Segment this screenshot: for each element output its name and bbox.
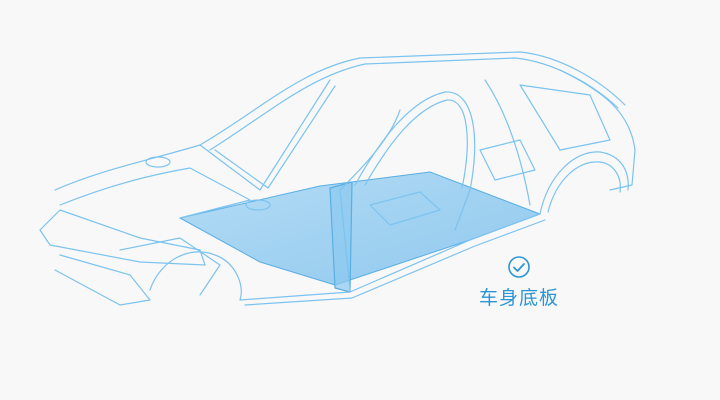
rocker-sill <box>239 213 541 301</box>
seat-frame <box>369 191 441 226</box>
rear-quarter <box>559 69 636 191</box>
strut-tower-right <box>245 199 271 211</box>
rocker-sill-lower <box>244 219 546 306</box>
a-pillar-inner <box>214 85 336 189</box>
check-circle-icon <box>508 256 530 278</box>
front-bumper <box>39 209 206 266</box>
door-ring-inner <box>364 99 468 189</box>
strut-tower <box>145 156 171 168</box>
hood-line <box>54 144 201 191</box>
rear-wheel-arch <box>539 151 629 215</box>
roof-line <box>199 51 626 146</box>
b-pillar <box>339 109 401 291</box>
rear-window <box>519 84 611 151</box>
roof-inner-line <box>209 57 619 151</box>
engine-bay <box>59 167 251 219</box>
front-frame-rail <box>119 237 221 296</box>
floor-label: 车身底板 <box>478 287 559 309</box>
door-ring <box>354 91 476 231</box>
front-wheel-arch <box>149 251 242 301</box>
rear-seat-frame <box>479 139 536 181</box>
c-pillar <box>484 79 531 206</box>
floor-callout: 车身底板 <box>464 255 574 310</box>
front-crossmember <box>54 254 151 306</box>
a-pillar <box>199 79 331 191</box>
rear-wheel-arch-inner <box>547 161 621 213</box>
